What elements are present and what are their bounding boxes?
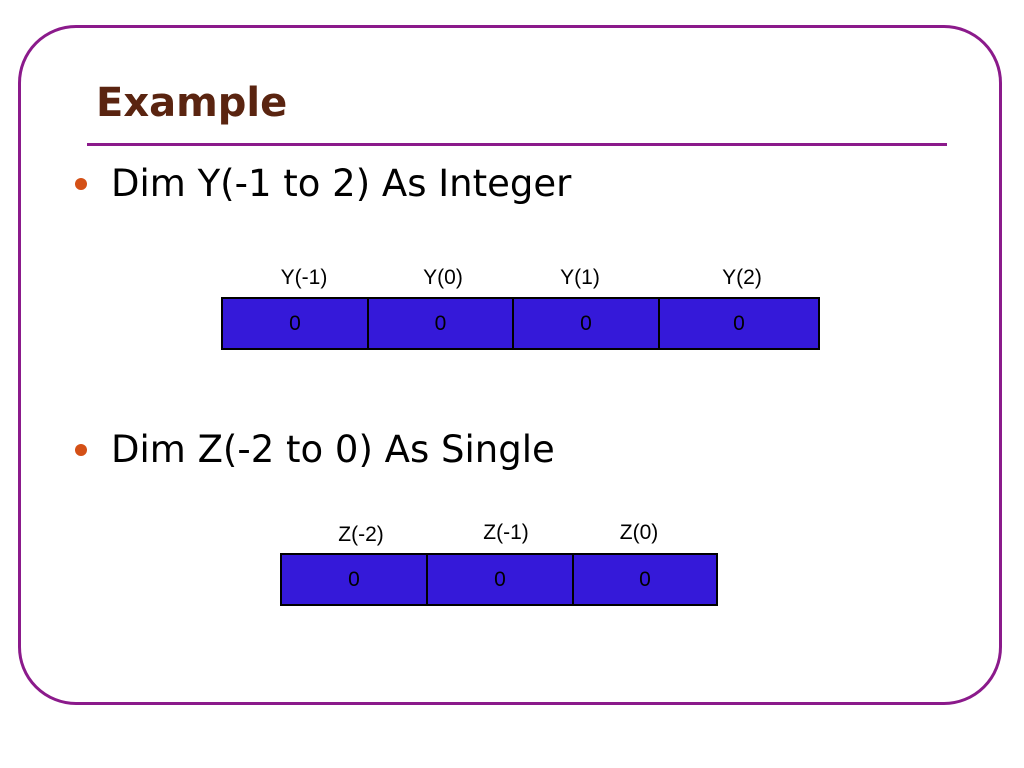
array-cell: 0 (514, 299, 660, 348)
bullet-text: Dim Z(-2 to 0) As Single (111, 428, 555, 471)
slide-title: Example (96, 80, 288, 126)
bullet-dot-icon (75, 443, 87, 456)
array-cell: 0 (733, 311, 745, 335)
array-index-label: Y(1) (560, 266, 600, 289)
bullet-dot-icon (75, 177, 87, 190)
array-cell: 0 (428, 555, 574, 604)
array-cell: 0 (223, 299, 369, 348)
array-index-label: Y(0) (423, 266, 463, 289)
array-index-label: Y(-1) (280, 266, 328, 289)
array-index-label: Z(-1) (483, 521, 529, 544)
bullet-item-z: Dim Z(-2 to 0) As Single (75, 428, 555, 471)
slide-frame (18, 25, 1002, 705)
array-cell: 0 (282, 555, 428, 604)
array-index-label: Y(2) (722, 266, 762, 289)
bullet-text: Dim Y(-1 to 2) As Integer (111, 162, 572, 205)
array-index-label: Z(-2) (338, 523, 384, 546)
array-z: 0 0 0 (280, 553, 718, 606)
title-underline (87, 143, 947, 146)
bullet-item-y: Dim Y(-1 to 2) As Integer (75, 162, 571, 205)
array-index-label: Z(0) (619, 521, 659, 544)
array-cell: 0 (639, 567, 651, 591)
array-cell: 0 (369, 299, 514, 348)
array-y: 0 0 0 0 (221, 297, 820, 350)
